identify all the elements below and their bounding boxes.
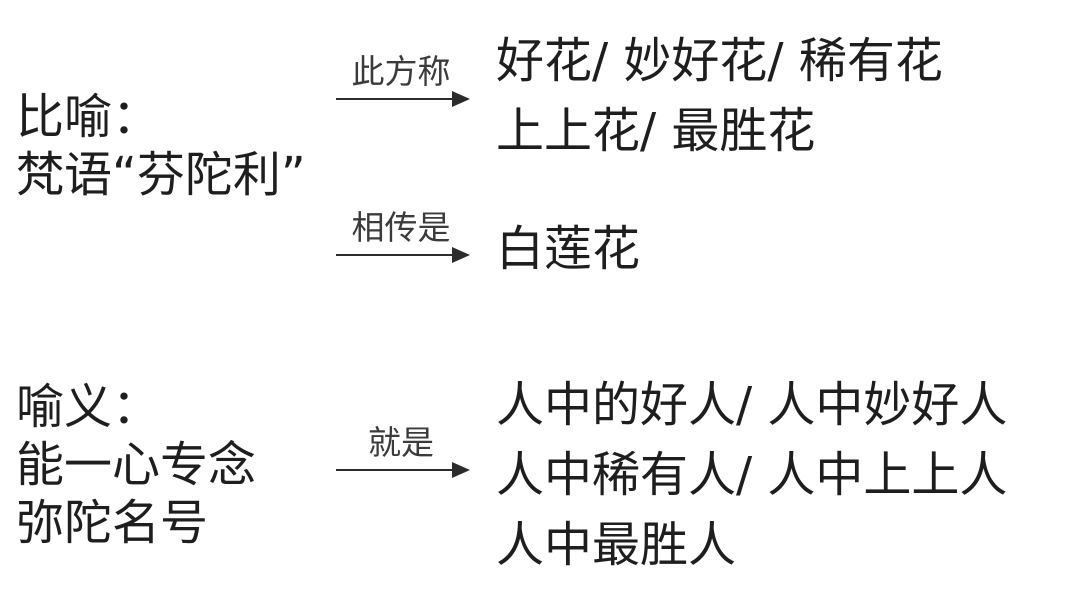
metaphor-heading: 比喻： <box>16 89 161 145</box>
arrow-right-icon <box>452 462 470 478</box>
arrow-shaft <box>336 98 458 100</box>
arrow-right-icon <box>452 247 470 263</box>
person-names-line-2: 人中稀有人/ 人中上上人 <box>496 447 1008 503</box>
arrow-shaft <box>336 469 458 471</box>
metaphor-term: 比喻： 梵语“芬陀利” <box>16 88 306 204</box>
meaning-term: 喻义： 能一心专念 弥陀名号 <box>16 378 256 552</box>
arrow-this-land-called: 此方称 <box>336 54 472 114</box>
meaning-heading: 喻义： <box>16 379 161 435</box>
arrow-label-that-is: 就是 <box>368 423 434 462</box>
person-names-result: 人中的好人/ 人中妙好人 人中稀有人/ 人中上上人 人中最胜人 <box>496 370 1007 580</box>
person-names-line-3: 人中最胜人 <box>496 517 737 573</box>
arrow-that-is: 就是 <box>336 425 472 485</box>
arrow-right-icon <box>452 91 470 107</box>
white-lotus-line: 白莲花 <box>496 221 641 277</box>
person-names-line-1: 人中的好人/ 人中妙好人 <box>496 377 1008 433</box>
meaning-line-2: 弥陀名号 <box>16 495 209 551</box>
arrow-label-this-land-called: 此方称 <box>351 52 451 91</box>
flower-names-line-1: 好花/ 妙好花/ 稀有花 <box>496 33 943 89</box>
flower-names-line-2: 上上花/ 最胜花 <box>496 103 816 159</box>
arrow-shaft <box>336 254 458 256</box>
white-lotus-result: 白莲花 <box>496 214 640 284</box>
metaphor-sanskrit-term: 梵语“芬陀利” <box>16 147 306 203</box>
arrow-said-to-be: 相传是 <box>336 210 472 270</box>
meaning-line-1: 能一心专念 <box>16 437 257 493</box>
flower-names-result: 好花/ 妙好花/ 稀有花 上上花/ 最胜花 <box>496 26 943 166</box>
arrow-label-said-to-be: 相传是 <box>351 208 451 247</box>
